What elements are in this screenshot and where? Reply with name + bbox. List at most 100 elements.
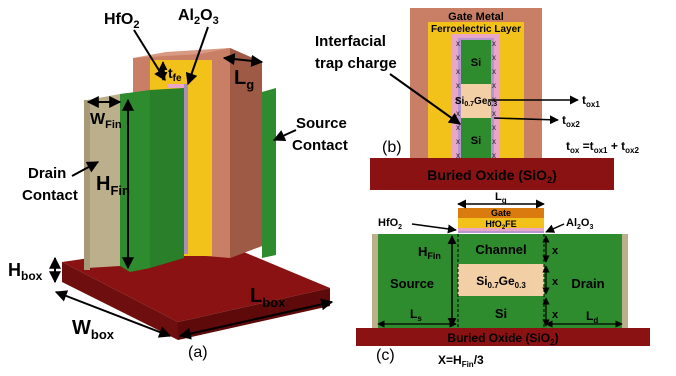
trap-mark: x [456,151,460,160]
wbox-arrow [54,290,172,338]
drain-label-line2: Contact [22,187,78,204]
trap-mark: x [492,123,496,132]
label-ld: Ld [545,309,623,328]
gate-top-face [133,48,230,58]
trap-mark: x [492,39,496,48]
ls-text: Ls [410,307,422,323]
hfin-c-text: HFin [418,244,441,261]
label-tox1: tox1 [488,93,600,109]
ferroelectric-label: Ferroelectric Layer [431,24,521,35]
interfacial-arrow [389,73,461,125]
wbox-text: Wbox [72,317,115,342]
channel-label: Channel [475,242,526,257]
gate-label: Gate [491,208,511,218]
formula-label: X=HFin/3 [438,353,484,369]
sige-c-layer [458,264,544,296]
hfo2-text: HfO2 [104,11,139,31]
buried-oxide-c [356,328,650,346]
gate-layer [458,208,544,218]
label-lg: Lg [222,53,264,92]
caption-b: (b) [382,139,402,156]
panel-b: x x x x x x x x x x x x x x x x x x Gate… [315,8,639,190]
trap-mark: x [492,81,496,90]
trap-mark: x [492,109,496,118]
trap-mark: x [456,39,460,48]
label-hfo2-c: HfO2 [378,217,457,234]
al2o3-cap [168,84,186,88]
hfo2fe-label: HfO2FE [485,219,516,231]
label-hbox: Hbox [8,256,61,284]
label-hfin: HFin [96,98,134,270]
si-top-layer [461,40,491,84]
hfo2-c-text: HfO2 [378,217,402,231]
ld-text: Ld [586,309,598,325]
al2o3-c-text: Al2O3 [566,217,593,231]
sige-c-label: Si0.7Ge0.3 [476,274,526,290]
label-source-contact: Source Contact [272,115,348,154]
label-lbox: Lbox [178,285,334,340]
al2o3-text: Al2O3 [178,7,219,27]
si-bottom-label: Si [471,135,481,147]
si-bottom-layer [461,118,491,160]
source-label-line1: Source [296,115,347,132]
hfo2-al2o3-liner [184,84,188,254]
trap-mark: x [456,137,460,146]
tox2-text: tox2 [562,113,580,129]
trap-mark: x [492,151,496,160]
buried-oxide-c-label: Buried Oxide (SiO2) [447,331,558,347]
gate-side-face [230,48,262,258]
trap-mark: x [456,81,460,90]
source-contact-block [262,88,276,258]
buried-oxide-b-label: Buried Oxide (SiO2) [427,167,557,185]
tfe-text: tfe [168,65,182,84]
interfacial-line1: Interfacial [315,33,386,50]
x-label-bottom: x [552,309,559,321]
label-ls: Ls [377,307,457,328]
tox-equation: tox =tox1 + tox2 [566,139,639,155]
hfin-text: HFin [96,173,130,198]
lg-c-text: Lg [495,191,507,205]
trap-mark: x [456,95,460,104]
si-c-label: Si [495,306,507,321]
label-wbox: Wbox [54,290,172,342]
hfo2-c-arrow [411,223,457,234]
sige-label: Si0.7Ge0.3 [455,96,497,108]
label-drain-contact: Drain Contact [22,161,100,204]
label-interfacial-trap: Interfacial trap charge [315,33,461,125]
interfacial-line2: trap charge [315,55,397,72]
trap-mark: x [456,109,460,118]
drain-contact-block [87,94,120,268]
al2o3-thin [458,231,544,233]
tox2-arrow [493,115,559,125]
source-label-line2: Contact [292,137,348,154]
drain-arrow [71,161,100,177]
trap-mark: x [492,137,496,146]
sige-layer [461,84,491,118]
caption-a: (a) [188,344,208,361]
lbox-text: Lbox [250,285,286,310]
label-hfin-c: HFin [418,235,457,327]
lg-arrow [222,53,264,67]
trap-mark: x [456,123,460,132]
al2o3-arrow [185,26,209,86]
trap-mark: x [492,67,496,76]
tox1-text: tox1 [582,93,600,109]
trap-mark: x [492,53,496,62]
drain-contact-c [622,234,628,328]
x-label-top: x [552,245,559,257]
fin-side-face [150,88,184,268]
hfo2-fe-layer [458,218,544,228]
drain-label-line1: Drain [28,165,66,182]
si-top-label: Si [471,57,481,69]
panel-a: HfO2 Al2O3 tfe Lg WFin [8,7,348,361]
label-wfin: WFin [86,96,122,131]
x-label-mid: x [552,276,559,288]
drain-contact-edge [84,100,90,270]
panel-c: Gate HfO2FE Lg Channel Si0.7Ge0.3 Si Sou… [356,191,650,369]
drain-c-label: Drain [571,276,604,291]
source-contact-c [372,234,378,328]
gate-metal-label: Gate Metal [448,11,504,23]
label-tox2: tox2 [493,113,580,129]
